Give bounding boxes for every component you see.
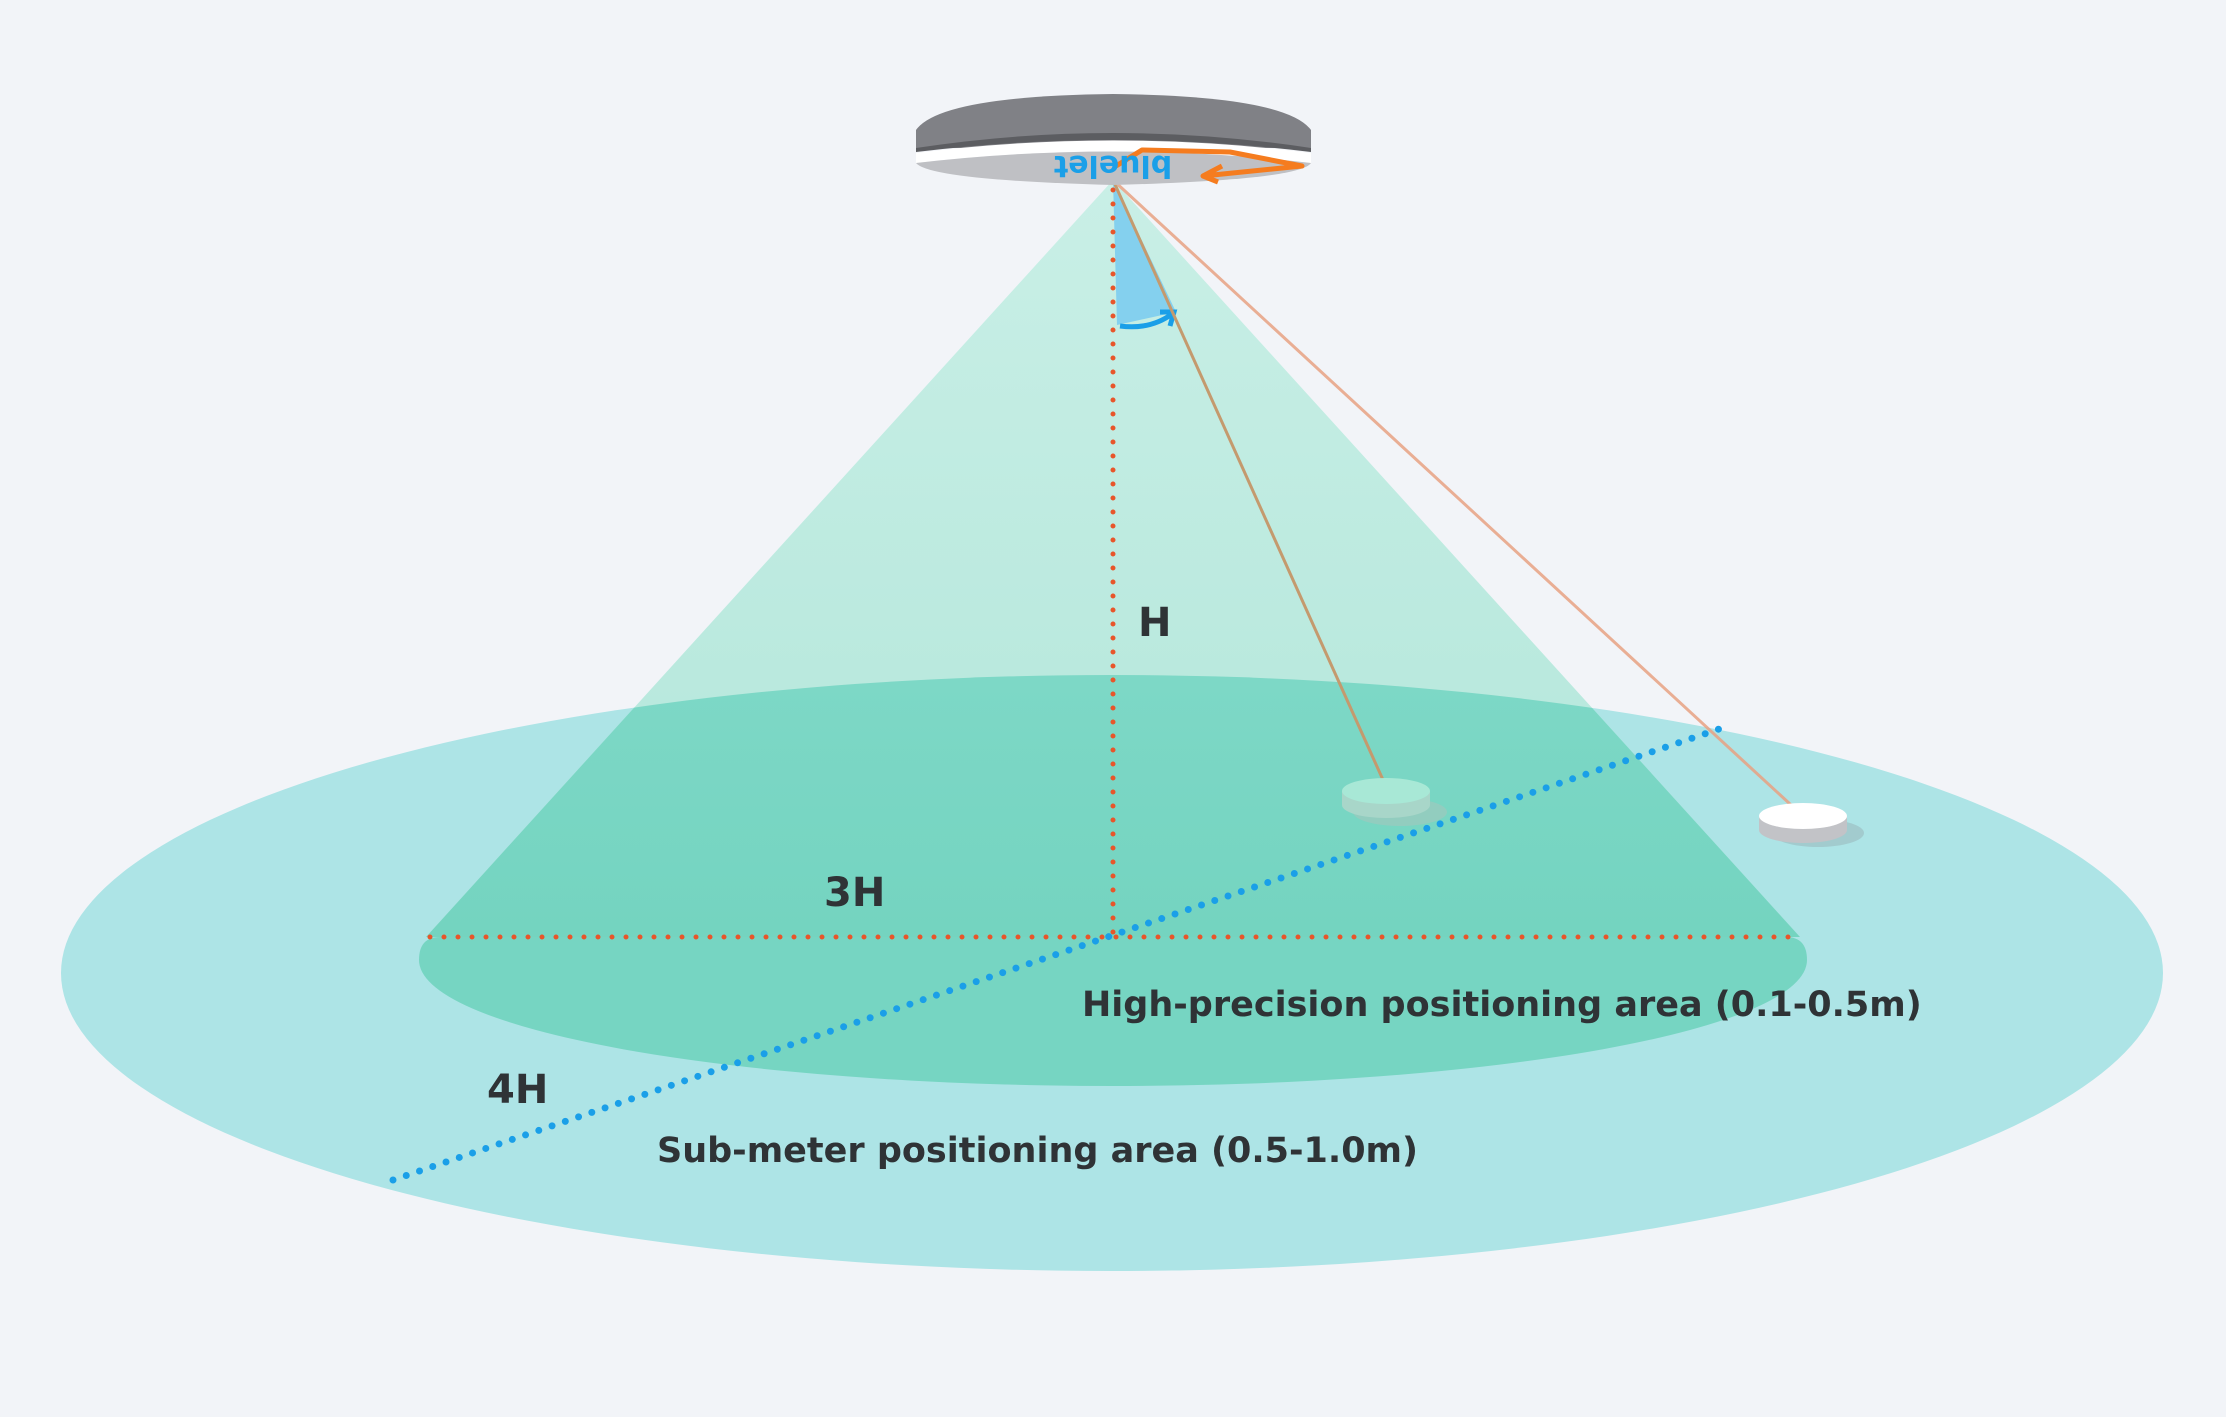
signal-line-tag-1: [1111, 179, 1390, 792]
signal-line-tag-2: [1111, 178, 1805, 818]
sub-meter-area-label: Sub-meter positioning area (0.5-1.0m): [657, 1131, 1418, 1171]
radius-4h-label: 4H: [487, 1067, 548, 1113]
radius-4h-line: [389, 724, 1726, 1184]
device-logo: bluelet: [1054, 148, 1172, 183]
high-precision-area-upper: [426, 675, 1800, 937]
beacon-device: bluelet: [916, 94, 1311, 185]
rotation-arrow-icon: [1114, 147, 1305, 185]
radius-3h-label: 3H: [824, 870, 885, 916]
tag-2: [1759, 803, 1864, 847]
rotation-angle-arrow-icon: [1119, 311, 1174, 330]
tag-1: [1342, 778, 1447, 826]
high-precision-area-label: High-precision positioning area (0.1-0.5…: [1082, 985, 1922, 1025]
height-label: H: [1138, 600, 1171, 646]
high-precision-area: [419, 937, 1807, 1086]
